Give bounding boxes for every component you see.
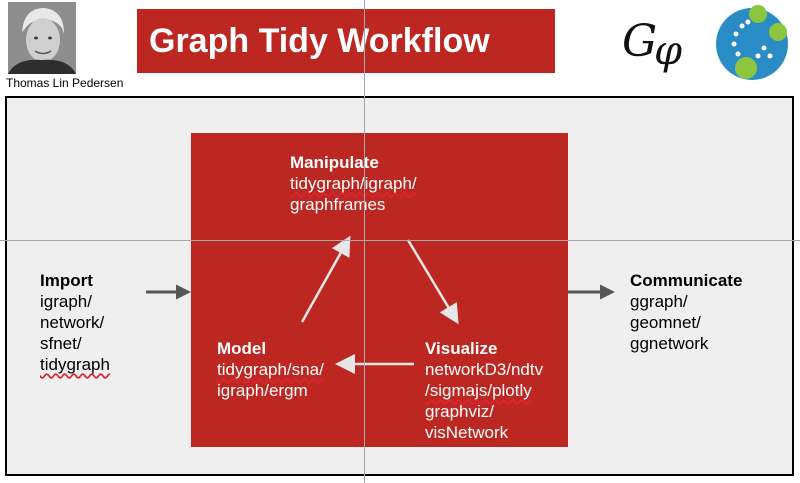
stage-model: Model tidygraph/sna/ igraph/ergm <box>217 338 324 401</box>
workflow-core-box <box>191 133 568 447</box>
stage-heading: Manipulate <box>290 153 379 172</box>
stage-line: network/ <box>40 313 105 332</box>
stage-line: visNetwork <box>425 423 509 442</box>
stage-manipulate: Manipulate tidygraph/igraph/ graphframes <box>290 152 417 215</box>
guide-line-horizontal <box>0 240 800 241</box>
stage-line: /sigmajs/plotly <box>425 381 532 400</box>
stage-line: geomnet/ <box>630 313 701 332</box>
stage-heading: Visualize <box>425 339 498 358</box>
stage-line: ggraph/ <box>630 292 688 311</box>
stage-communicate: Communicate ggraph/ geomnet/ ggnetwork <box>630 270 742 354</box>
stage-heading: Import <box>40 271 93 290</box>
stage-import: Import igraph/ network/ sfnet/ tidygraph <box>40 270 110 375</box>
stage-line: sfnet/ <box>40 334 82 353</box>
arrow-manipulate-to-visualize <box>406 239 459 325</box>
stage-heading: Model <box>217 339 267 358</box>
guide-line-vertical <box>364 0 365 483</box>
stage-line: igraph/ <box>40 292 92 311</box>
arrow-model-to-manipulate <box>300 235 351 323</box>
ggraph-logo-icon: G φ <box>620 8 694 78</box>
stage-line: tidygraph <box>40 355 110 374</box>
page-title: Graph Tidy Workflow <box>137 9 555 73</box>
stage-line: graphframes <box>290 195 386 214</box>
stage-line: tidygraph/sna/ <box>217 360 324 379</box>
stage-line: graphviz/ <box>425 402 494 421</box>
network-logo-icon <box>712 2 792 82</box>
stage-line: igraph/ergm <box>217 381 308 400</box>
stage-line: tidygraph/igraph/ <box>290 174 417 193</box>
author-name: Thomas Lin Pedersen <box>6 76 124 90</box>
stage-line: networkD3/ndtv <box>425 360 544 379</box>
stage-visualize: Visualize networkD3/ndtv /sigmajs/plotly… <box>425 338 543 443</box>
stage-line: ggnetwork <box>630 334 709 353</box>
author-photo <box>8 2 76 74</box>
svg-text:φ: φ <box>654 28 682 74</box>
stage-heading: Communicate <box>630 271 743 290</box>
svg-text:G: G <box>622 16 657 67</box>
